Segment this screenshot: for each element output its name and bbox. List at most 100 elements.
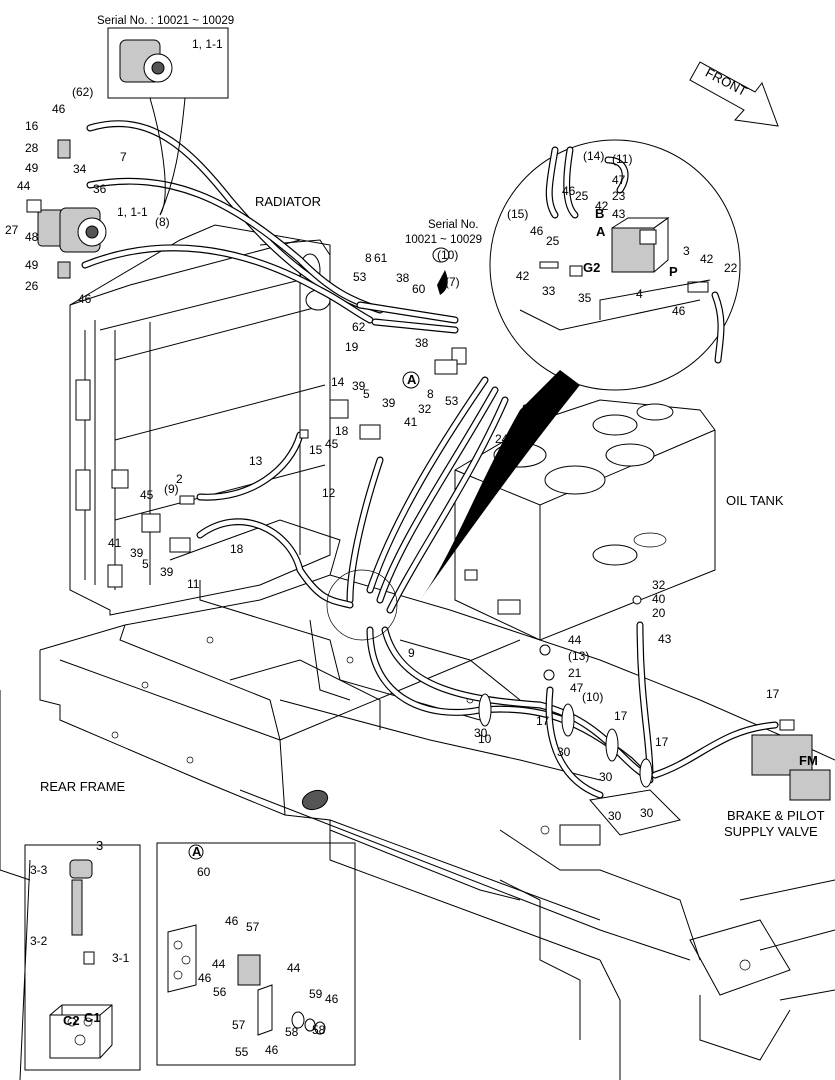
callout-label: 17 (766, 687, 780, 701)
callout-label: 46 (325, 992, 339, 1006)
callout-label: 56 (213, 985, 227, 999)
callout-label: (10) (582, 690, 603, 704)
callout-label: 62 (352, 320, 366, 334)
callout-label: 43 (658, 632, 672, 646)
callout-label: 60 (412, 282, 426, 296)
front-arrow (689, 61, 779, 127)
callout-label: 10 (478, 732, 492, 746)
callout-label: 49 (25, 258, 39, 272)
callout-label: 3-2 (30, 934, 48, 948)
callout-label: (15) (507, 207, 528, 221)
callout-label: 46 (52, 102, 66, 116)
callout-label: 46 (78, 292, 92, 306)
callout-label: 53 (353, 270, 367, 284)
port-g2-label: G2 (583, 260, 600, 275)
callout-label: 17 (655, 735, 669, 749)
callout-label: 30 (474, 726, 488, 740)
callout-label: 18 (230, 542, 244, 556)
callout-label: 27 (5, 223, 19, 237)
callout-label: 24 (495, 432, 509, 446)
callout-label: 39 (130, 546, 144, 560)
callout-label: 53 (445, 394, 459, 408)
callout-label: 2 (176, 472, 183, 486)
callout-label: 19 (345, 340, 359, 354)
port-c2-label: C2 (63, 1013, 80, 1028)
callout-label: 41 (404, 415, 418, 429)
callout-label: 57 (232, 1018, 246, 1032)
callout-label: 39 (382, 396, 396, 410)
callout-label: 44 (568, 633, 582, 647)
callout-label: 32 (652, 578, 666, 592)
callout-label: 39 (352, 379, 366, 393)
callout-label: 45 (140, 488, 154, 502)
callout-label: 57 (246, 920, 260, 934)
inset-a-box (156, 842, 356, 1066)
callout-label: 8 (427, 387, 434, 401)
callout-label: 35 (578, 291, 592, 305)
port-p-label: P (669, 264, 678, 279)
callout-label: 8 (365, 251, 372, 265)
valve-detail-circle (420, 139, 741, 600)
callout-label: 16 (25, 119, 39, 133)
callout-label: 9 (408, 646, 415, 660)
callout-label: 46 (265, 1043, 279, 1057)
hoses (81, 120, 779, 799)
callout-label: 25 (575, 189, 589, 203)
clamps (326, 569, 653, 788)
callout-label: 18 (335, 424, 349, 438)
callout-label: 3-1 (112, 951, 130, 965)
callout-label: 42 (700, 252, 714, 266)
port-c1-label: C1 (84, 1010, 101, 1025)
callout-label: 15 (309, 443, 323, 457)
callout-label: 46 (198, 971, 212, 985)
callout-label: 46 (225, 914, 239, 928)
brake-valve-label-2: SUPPLY VALVE (724, 824, 818, 839)
callout-label: 3 (683, 244, 690, 258)
callout-label: 41 (108, 536, 122, 550)
callout-label: 44 (212, 957, 226, 971)
callout-label: 36 (93, 182, 107, 196)
callout-label: 60 (197, 865, 211, 879)
serial-top-label: Serial No. : 10021 ~ 10029 (97, 15, 234, 27)
callout-label: 46 (672, 304, 686, 318)
callout-label: 42 (595, 199, 609, 213)
fm-label: FM (799, 753, 818, 768)
callout-label: 47 (612, 173, 626, 187)
callout-label: 12 (322, 486, 336, 500)
callout-label: 28 (25, 141, 39, 155)
callout-label: 14 (331, 375, 345, 389)
oil-tank-drawing (454, 399, 716, 641)
callout-label: 46 (530, 224, 544, 238)
serial-mid-label-2: 10021 ~ 10029 (405, 234, 482, 246)
ref-a-marker (402, 371, 420, 389)
callout-label: 26 (25, 279, 39, 293)
callout-label: 45 (325, 437, 339, 451)
callout-label: 3-3 (30, 863, 48, 877)
callout-label: 43 (612, 207, 626, 221)
callout-label: 23 (612, 189, 626, 203)
callout-label: 7 (120, 150, 127, 164)
callout-label: 55 (235, 1045, 249, 1059)
callout-label: 17 (614, 709, 628, 723)
callout-label: 39 (160, 565, 174, 579)
ref-8-marker (432, 247, 450, 263)
callout-label: 33 (542, 284, 556, 298)
callout-label: 58 (285, 1025, 299, 1039)
rear-frame-drawing (0, 519, 835, 1080)
callout-label: 1, 1-1 (117, 205, 148, 219)
callout-label: 30 (557, 745, 571, 759)
callout-label: (8) (155, 215, 170, 229)
callout-label: 44 (17, 179, 31, 193)
callout-label: 5 (363, 387, 370, 401)
port-b-label: B (595, 206, 604, 221)
callout-label: 49 (25, 161, 39, 175)
callout-label: 11 (187, 577, 200, 591)
serial-mid-label-1: Serial No. (428, 219, 479, 231)
rear-frame-label: REAR FRAME (40, 779, 126, 794)
text-labels: Serial No. : 10021 ~ 10029 Serial No. 10… (40, 15, 825, 1028)
callout-label: 40 (652, 592, 666, 606)
callout-label: 20 (652, 606, 666, 620)
inset-a-marker-label: A (192, 844, 202, 859)
callout-label: (62) (72, 85, 93, 99)
